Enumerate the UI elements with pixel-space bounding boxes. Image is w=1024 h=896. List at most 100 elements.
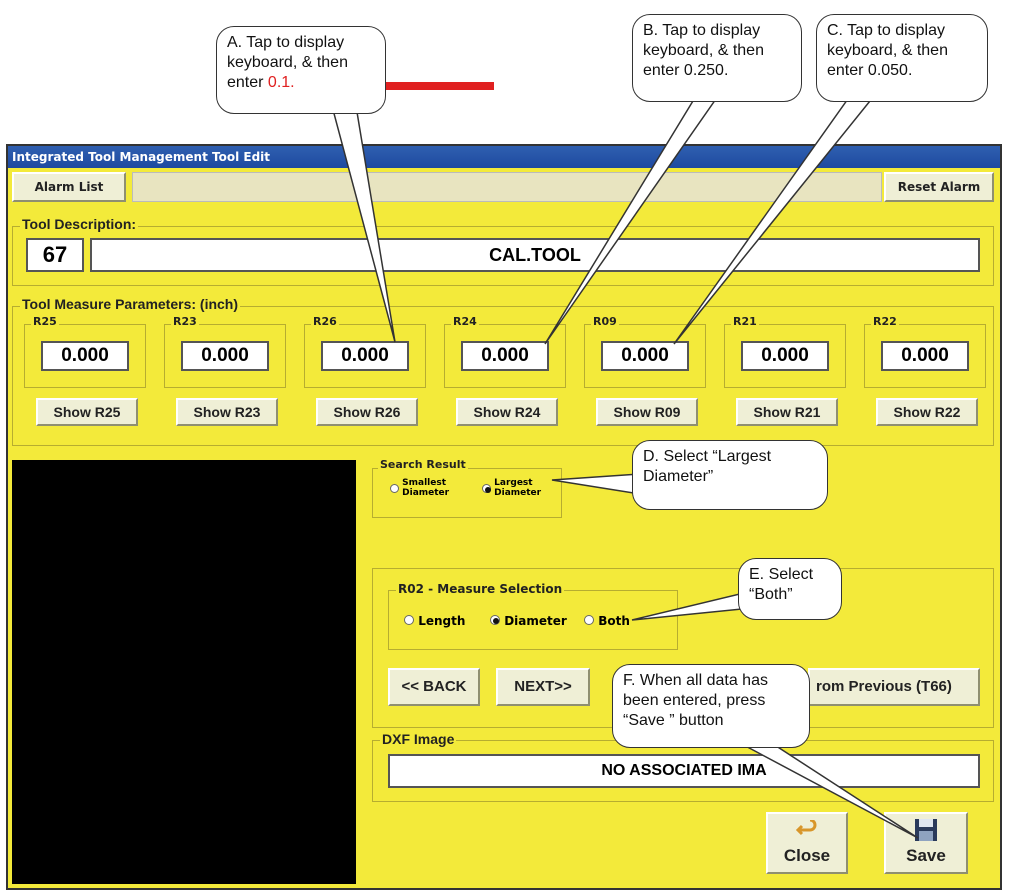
param-label: R25 xyxy=(31,315,59,328)
param-group-r26: R26 0.000 xyxy=(304,315,426,388)
radio-smallest-diameter[interactable]: Smallest Diameter xyxy=(390,478,449,498)
callout-b-line1: B. Tap to display xyxy=(643,22,761,39)
param-group-r25: R25 0.000 xyxy=(24,315,146,388)
callout-d-line2: Diameter” xyxy=(643,468,714,485)
param-label: R21 xyxy=(731,315,759,328)
measure-params-label: Tool Measure Parameters: (inch) xyxy=(20,296,241,312)
param-input-r21[interactable]: 0.000 xyxy=(741,341,829,371)
callout-e-line2: “Both” xyxy=(749,586,793,603)
show-r24-button[interactable]: Show R24 xyxy=(456,398,558,426)
callout-f-line3: “Save ” button xyxy=(623,712,724,729)
callout-f: F. When all data has been entered, press… xyxy=(612,664,810,748)
callout-a-line3-wrap: enter 0.1. xyxy=(227,73,375,93)
callout-a-line1: A. Tap to display xyxy=(227,34,345,51)
measure-params-group xyxy=(12,306,994,446)
callout-e: E. Select “Both” xyxy=(738,558,842,620)
callout-f-line2: been entered, press xyxy=(623,692,766,709)
dxf-image-label: DXF Image xyxy=(380,731,457,747)
back-button[interactable]: << BACK xyxy=(388,668,480,706)
callout-c-tail xyxy=(673,95,876,345)
callout-b: B. Tap to display keyboard, & then enter… xyxy=(632,14,802,102)
show-r26-button[interactable]: Show R26 xyxy=(316,398,418,426)
param-label: R26 xyxy=(311,315,339,328)
callout-c: C. Tap to display keyboard, & then enter… xyxy=(816,14,988,102)
radio-diameter[interactable]: Diameter xyxy=(490,614,567,628)
radio-label: Both xyxy=(598,614,630,628)
radio-circle xyxy=(584,615,594,625)
measure-selection-label: R02 - Measure Selection xyxy=(396,582,565,596)
callout-d: D. Select “Largest Diameter” xyxy=(632,440,828,510)
tool-preview-area xyxy=(12,460,356,884)
callout-c-line2: keyboard, & then xyxy=(827,42,948,59)
save-button[interactable]: Save xyxy=(884,812,968,874)
param-group-r21: R21 0.000 xyxy=(724,315,846,388)
callout-a-tail xyxy=(331,105,396,343)
undo-icon xyxy=(795,818,818,838)
param-input-r25[interactable]: 0.000 xyxy=(41,341,129,371)
show-r25-button[interactable]: Show R25 xyxy=(36,398,138,426)
show-r23-button[interactable]: Show R23 xyxy=(176,398,278,426)
param-label: R23 xyxy=(171,315,199,328)
tool-description-label: Tool Description: xyxy=(20,216,139,232)
tool-edit-window: Integrated Tool Management Tool Edit Ala… xyxy=(6,144,1002,890)
callout-a-line2: keyboard, & then xyxy=(227,54,348,71)
floppy-disk-icon xyxy=(914,818,938,842)
alarm-list-button[interactable]: Alarm List xyxy=(12,172,126,202)
param-group-r09: R09 0.000 xyxy=(584,315,706,388)
callout-f-line1: F. When all data has xyxy=(623,672,768,689)
dxf-image-field: NO ASSOCIATED IMA xyxy=(388,754,980,788)
param-label: R22 xyxy=(871,315,899,328)
radio-circle xyxy=(404,615,414,625)
tool-description-group xyxy=(12,226,994,286)
show-r22-button[interactable]: Show R22 xyxy=(876,398,978,426)
callout-a-line3: enter xyxy=(227,74,268,91)
callout-c-line1: C. Tap to display xyxy=(827,22,945,39)
copy-from-previous-button[interactable]: rom Previous (T66) xyxy=(808,668,980,706)
callout-d-line1: D. Select “Largest xyxy=(643,448,772,465)
param-input-r22[interactable]: 0.000 xyxy=(881,341,969,371)
param-label: R24 xyxy=(451,315,479,328)
radio-length[interactable]: Length xyxy=(404,614,465,628)
tool-name-field[interactable]: CAL.TOOL xyxy=(90,238,980,272)
param-group-r22: R22 0.000 xyxy=(864,315,986,388)
param-label: R09 xyxy=(591,315,619,328)
tool-number-field[interactable]: 67 xyxy=(26,238,84,272)
radio-label-line1: Smallest xyxy=(402,478,447,488)
radio-label: Length xyxy=(418,614,466,628)
param-input-r24[interactable]: 0.000 xyxy=(461,341,549,371)
radio-label: Diameter xyxy=(504,614,567,628)
radio-largest-diameter[interactable]: Largest Diameter xyxy=(482,478,541,498)
reset-alarm-button[interactable]: Reset Alarm xyxy=(884,172,994,202)
radio-label-line1: Largest xyxy=(494,478,533,488)
alarm-message-bar xyxy=(132,172,882,202)
callout-b-line2: keyboard, & then xyxy=(643,42,764,59)
param-group-r24: R24 0.000 xyxy=(444,315,566,388)
callout-b-line3: enter 0.250. xyxy=(643,62,729,79)
callout-b-tail xyxy=(544,95,720,345)
next-button[interactable]: NEXT>> xyxy=(496,668,590,706)
param-group-r23: R23 0.000 xyxy=(164,315,286,388)
callout-a: A. Tap to display keyboard, & then enter… xyxy=(216,26,386,114)
callout-d-tail xyxy=(551,473,641,495)
radio-circle xyxy=(490,615,500,625)
params-row: R25 0.000 Show R25 R23 0.000 Show R23 R2… xyxy=(20,315,990,438)
window-title: Integrated Tool Management Tool Edit xyxy=(8,146,1000,168)
show-r21-button[interactable]: Show R21 xyxy=(736,398,838,426)
callout-f-tail xyxy=(737,741,919,839)
close-label: Close xyxy=(783,846,831,865)
radio-label-line2: Diameter xyxy=(402,488,450,498)
radio-both[interactable]: Both xyxy=(584,614,630,628)
callout-e-line1: E. Select xyxy=(749,566,814,583)
callout-e-tail xyxy=(631,591,753,621)
param-input-r09[interactable]: 0.000 xyxy=(601,341,689,371)
close-button[interactable]: Close xyxy=(766,812,848,874)
param-input-r23[interactable]: 0.000 xyxy=(181,341,269,371)
radio-label-line2: Diameter xyxy=(494,488,542,498)
param-input-r26[interactable]: 0.000 xyxy=(321,341,409,371)
radio-circle xyxy=(482,483,491,493)
save-label: Save xyxy=(906,846,946,865)
callout-a-value: 0.1. xyxy=(267,74,295,91)
show-r09-button[interactable]: Show R09 xyxy=(596,398,698,426)
radio-circle xyxy=(390,483,399,493)
